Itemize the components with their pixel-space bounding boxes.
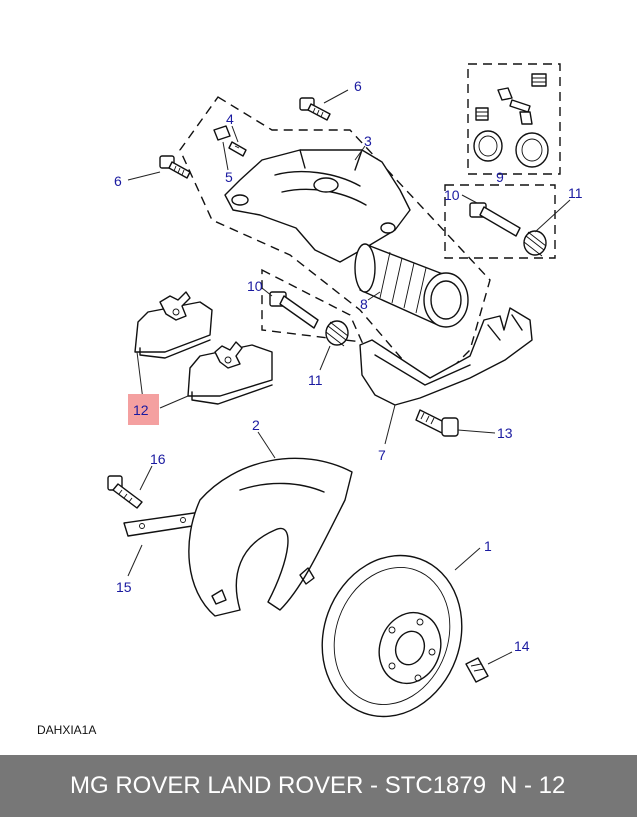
callout-10-right: 10 <box>444 187 460 203</box>
guide-pin-boot-left <box>325 320 349 347</box>
guide-pin-left <box>269 291 319 329</box>
caliper-carrier <box>359 307 533 406</box>
footer-page-ref: N - 12 <box>500 772 566 799</box>
diagram-code: DAHXIA1A <box>37 723 97 737</box>
caliper-bolt-left <box>159 155 191 179</box>
callout-11-right: 11 <box>568 185 583 201</box>
guide-pin-group-boundary-right <box>444 184 556 259</box>
brake-disc <box>321 554 463 718</box>
caliper-bolt-upper <box>299 97 331 121</box>
brake-pad-upper <box>134 291 213 359</box>
carrier-bolt <box>415 409 459 437</box>
bleed-cap <box>213 125 231 141</box>
callout-6-left: 6 <box>114 173 122 189</box>
seal-kit-group-boundary <box>467 63 561 175</box>
callout-8: 8 <box>360 296 368 312</box>
callout-14: 14 <box>514 638 530 654</box>
parts-diagram: 1 2 3 4 5 6 6 7 8 9 10 10 11 11 12 13 14… <box>107 63 583 718</box>
callout-3: 3 <box>364 133 372 149</box>
seal-kit <box>473 73 549 168</box>
callout-12-highlight <box>128 394 159 425</box>
footer-bar: MG ROVER LAND ROVER - STC1879 N - 12 <box>0 755 637 817</box>
guide-pin-group-boundary-left <box>261 268 364 343</box>
callout-9: 9 <box>496 169 504 185</box>
callout-13: 13 <box>497 425 513 441</box>
guide-pin-boot-right <box>523 230 547 257</box>
bleed-screw <box>228 141 247 157</box>
footer-title: MG ROVER LAND ROVER - STC1879 <box>70 772 487 799</box>
callout-7: 7 <box>378 447 386 463</box>
splash-shield <box>188 457 353 617</box>
callout-10-left: 10 <box>247 278 263 294</box>
piston-boot <box>354 243 469 328</box>
callout-11-left: 11 <box>308 372 323 388</box>
leader-lines <box>127 89 571 665</box>
shield-bolt <box>107 475 143 509</box>
callout-15: 15 <box>116 579 132 595</box>
callout-5: 5 <box>225 169 233 185</box>
guide-pin-right <box>469 202 521 237</box>
callout-6-upper: 6 <box>354 78 362 94</box>
callout-2: 2 <box>252 417 260 433</box>
callout-1: 1 <box>484 538 492 554</box>
disc-screw <box>465 657 489 683</box>
caliper-body <box>224 149 411 263</box>
brake-pad-lower <box>187 341 273 405</box>
callout-12: 12 <box>133 402 149 418</box>
callout-4: 4 <box>226 111 234 127</box>
callout-16: 16 <box>150 451 166 467</box>
